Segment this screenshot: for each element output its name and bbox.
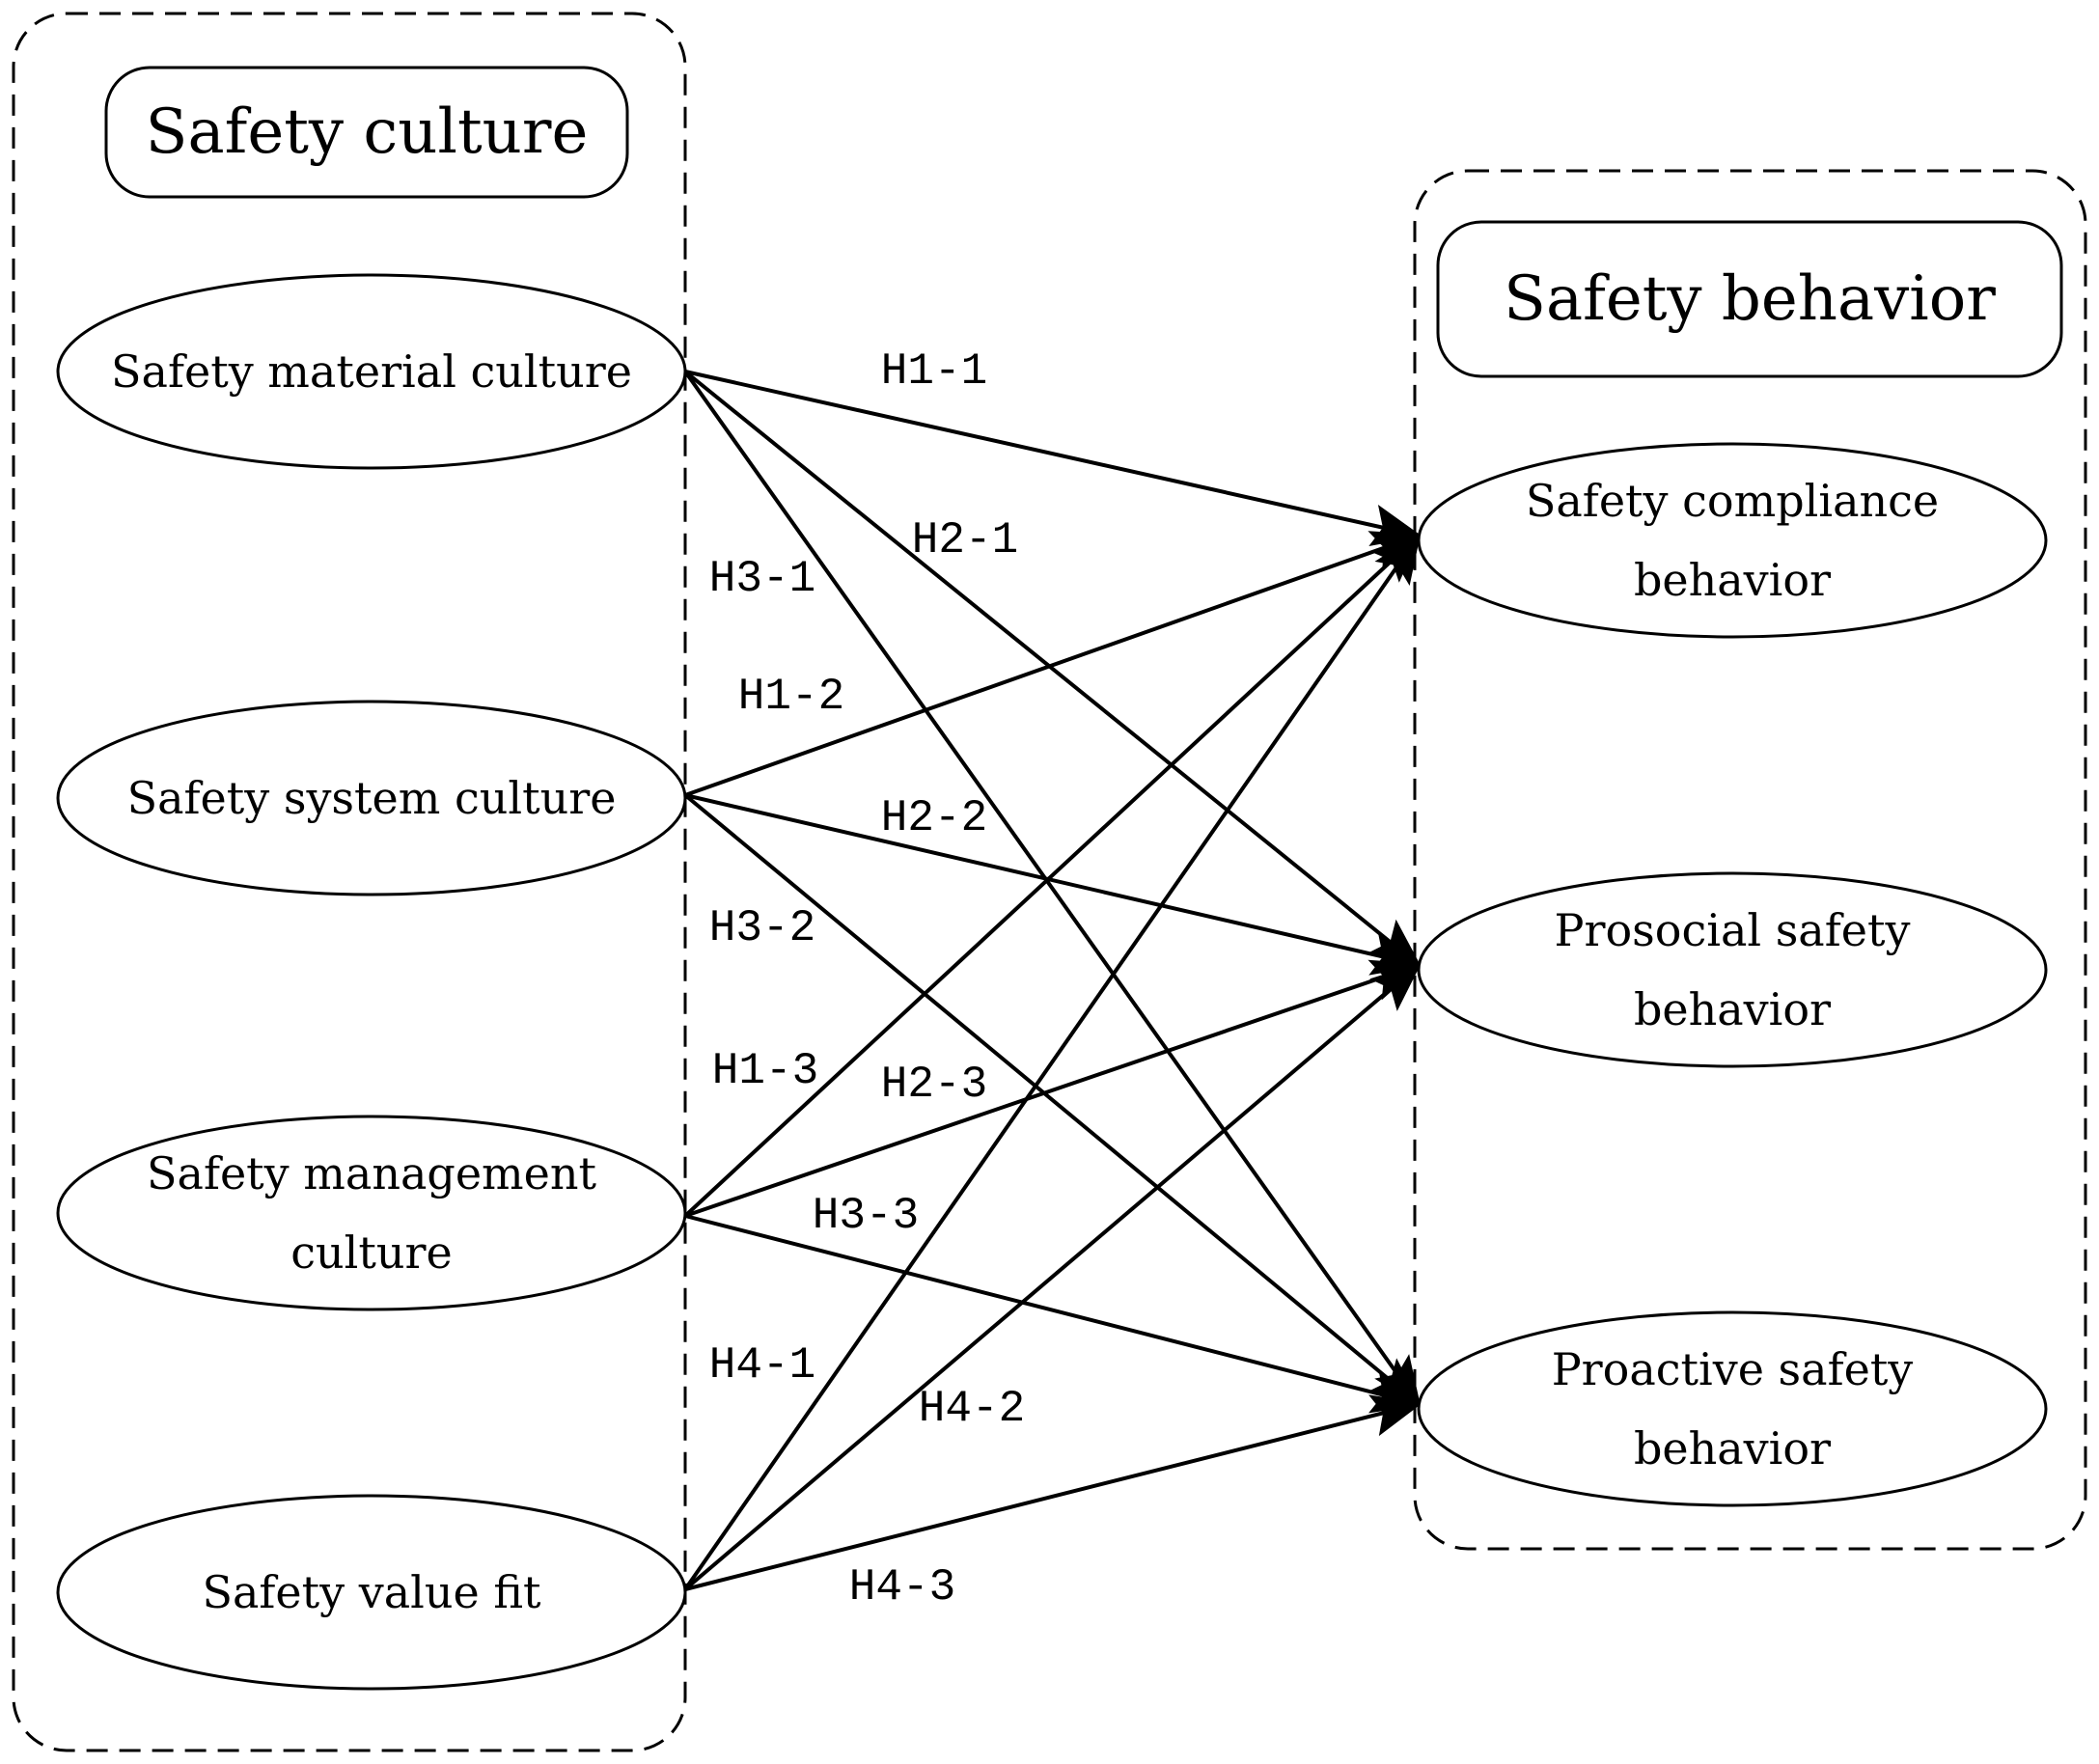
culture-node-value: Safety value fit: [56, 1494, 687, 1691]
arrow-h3-1: [683, 370, 1422, 1408]
behavior-label-proactive-line-1: Proactive safety: [1552, 1343, 1914, 1395]
culture-ellipse-value: [56, 1494, 687, 1691]
hypothesis-label-h3-3: H3-3: [813, 1191, 919, 1241]
safety-culture-title-box: [104, 66, 629, 199]
behavior-label-compliance-line-2: behavior: [1634, 554, 1831, 606]
safety-culture-title: Safety culture: [146, 96, 589, 168]
behavior-node-compliance: Safety compliance behavior: [1417, 442, 2048, 639]
hypothesis-arrows: [683, 370, 1422, 1591]
culture-ellipse-system: [56, 700, 687, 896]
safety-behavior-frame: [1413, 169, 2087, 1551]
behavior-label-proactive-line-2: behavior: [1634, 1422, 1831, 1475]
safety-behavior-group: Safety behavior: [1413, 169, 2087, 1551]
culture-node-system: Safety system culture: [56, 700, 687, 896]
behavior-label-compliance-line-1: Safety compliance: [1526, 475, 1939, 527]
hypothesis-label-h4-1: H4-1: [709, 1340, 815, 1391]
hypothesis-label-h1-2: H1-2: [738, 672, 844, 722]
culture-label-management-line-2: culture: [290, 1227, 452, 1279]
culture-label-material: Safety material culture: [111, 345, 632, 398]
behavior-ellipse-compliance: [1417, 442, 2048, 639]
arrow-h1-2: [684, 531, 1422, 797]
behavior-ellipse-prosocial: [1417, 871, 2048, 1068]
behavior-ellipse-proactive: [1417, 1310, 2048, 1507]
culture-node-management: Safety management culture: [56, 1115, 687, 1311]
arrow-h4-3: [684, 1394, 1422, 1591]
hypothesis-label-h2-2: H2-2: [881, 793, 987, 843]
arrow-h1-1: [684, 370, 1422, 546]
arrow-h2-1: [683, 370, 1422, 968]
hypothesis-label-h1-1: H1-1: [881, 346, 987, 397]
arrow-h3-2: [683, 793, 1422, 1407]
culture-label-management-line-1: Safety management: [147, 1147, 597, 1199]
hypothesis-label-h3-2: H3-2: [709, 903, 815, 953]
culture-node-material: Safety material culture: [56, 273, 687, 470]
safety-behavior-title: Safety behavior: [1504, 263, 1996, 335]
safety-behavior-title-box: [1436, 220, 2063, 378]
culture-label-system: Safety system culture: [127, 772, 617, 824]
arrow-h1-3: [683, 533, 1422, 1218]
culture-label-value: Safety value fit: [202, 1566, 541, 1618]
arrow-h4-1: [683, 532, 1422, 1591]
hypothesis-label-h3-1: H3-1: [709, 554, 815, 604]
hypothesis-label-h1-3: H1-3: [712, 1046, 818, 1096]
hypothesis-label-h2-3: H2-3: [881, 1060, 987, 1110]
hypothesis-label-h4-2: H4-2: [919, 1384, 1025, 1434]
behavior-label-prosocial-line-2: behavior: [1634, 983, 1831, 1035]
hypothesis-label-h2-1: H2-1: [912, 515, 1018, 565]
arrow-h4-2: [683, 962, 1422, 1591]
behavior-node-prosocial: Prosocial safety behavior: [1417, 871, 2048, 1068]
arrow-h3-3: [684, 1214, 1422, 1414]
behavior-label-prosocial-line-1: Prosocial safety: [1555, 904, 1911, 956]
hypothesis-label-h4-3: H4-3: [849, 1562, 955, 1612]
safety-culture-frame: [12, 12, 687, 1752]
arrow-h2-3: [684, 959, 1422, 1218]
culture-ellipse-material: [56, 273, 687, 470]
culture-ellipse-management: [56, 1115, 687, 1311]
behavior-node-proactive: Proactive safety behavior: [1417, 1310, 2048, 1507]
hypothesis-labels: H1-1H2-1H3-1H1-2H2-2H3-2H1-3 H2-3H3-3H4-1…: [709, 346, 1025, 1612]
safety-culture-group: Safety culture: [12, 12, 687, 1752]
arrow-h2-2: [684, 793, 1422, 976]
